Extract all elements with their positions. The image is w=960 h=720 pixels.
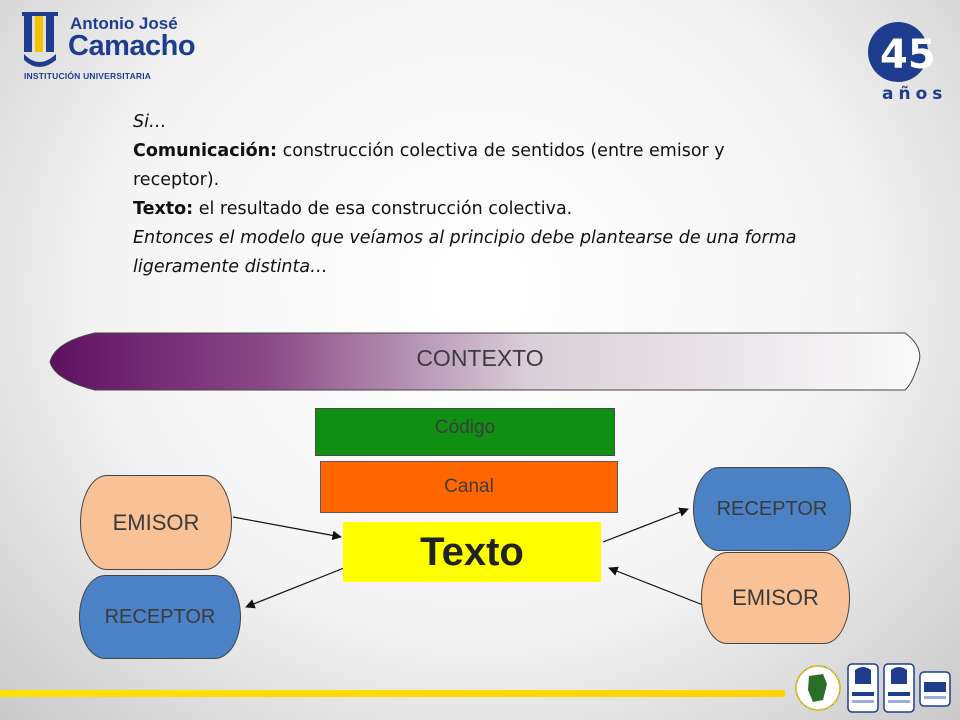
arrow-emisor-to-texto (232, 516, 342, 541)
arrow-emisor-right-to-texto (608, 566, 704, 606)
colombia-seal-icon (795, 665, 841, 711)
canal-box: Canal (320, 461, 618, 513)
anniversary-label: años (882, 84, 948, 104)
codigo-box: Código (315, 408, 615, 456)
definition-comunicacion: Comunicación: construcción colectiva de … (133, 137, 813, 195)
logo-mark-icon (22, 12, 58, 67)
emisor-left: EMISOR (80, 475, 232, 570)
texto-box: Texto (343, 522, 601, 582)
anniversary-45-icon: 45 (868, 22, 936, 82)
quality-cert-icon (883, 663, 915, 713)
contexto-band (49, 332, 921, 391)
intro-line: Si… (133, 112, 167, 132)
anniversary-number: 45 (880, 32, 936, 78)
contexto-label: CONTEXTO (416, 345, 544, 371)
definition-term: Texto: (133, 199, 194, 219)
receptor-left: RECEPTOR (79, 575, 241, 659)
definition-text: el resultado de esa construcción colecti… (193, 199, 573, 219)
definition-term: Comunicación: (133, 141, 278, 161)
emisor-right: EMISOR (701, 552, 850, 644)
logo-subtitle: INSTITUCIÓN UNIVERSITARIA (24, 71, 152, 81)
arrow-texto-to-receptor-right (602, 507, 689, 543)
conclusion-text: Entonces el modelo que veíamos al princi… (133, 228, 797, 277)
quality-cert-icon (847, 663, 879, 713)
institution-logo: Antonio José Camacho INSTITUCIÓN UNIVERS… (22, 10, 196, 81)
intro-text: Si… Comunicación: construcción colectiva… (133, 108, 813, 282)
footer-bar (0, 690, 785, 697)
definition-text: construcción colectiva de sentidos (entr… (133, 141, 725, 190)
receptor-right: RECEPTOR (693, 467, 851, 551)
iqnet-cert-icon (919, 671, 951, 707)
logo-name-line2: Camacho (68, 30, 196, 62)
definition-texto: Texto: el resultado de esa construcción … (133, 195, 813, 224)
anniversary-badge: 45 años (862, 18, 942, 104)
logo-name-line1: Antonio José (70, 14, 178, 33)
arrow-texto-to-receptor-left (245, 567, 345, 609)
